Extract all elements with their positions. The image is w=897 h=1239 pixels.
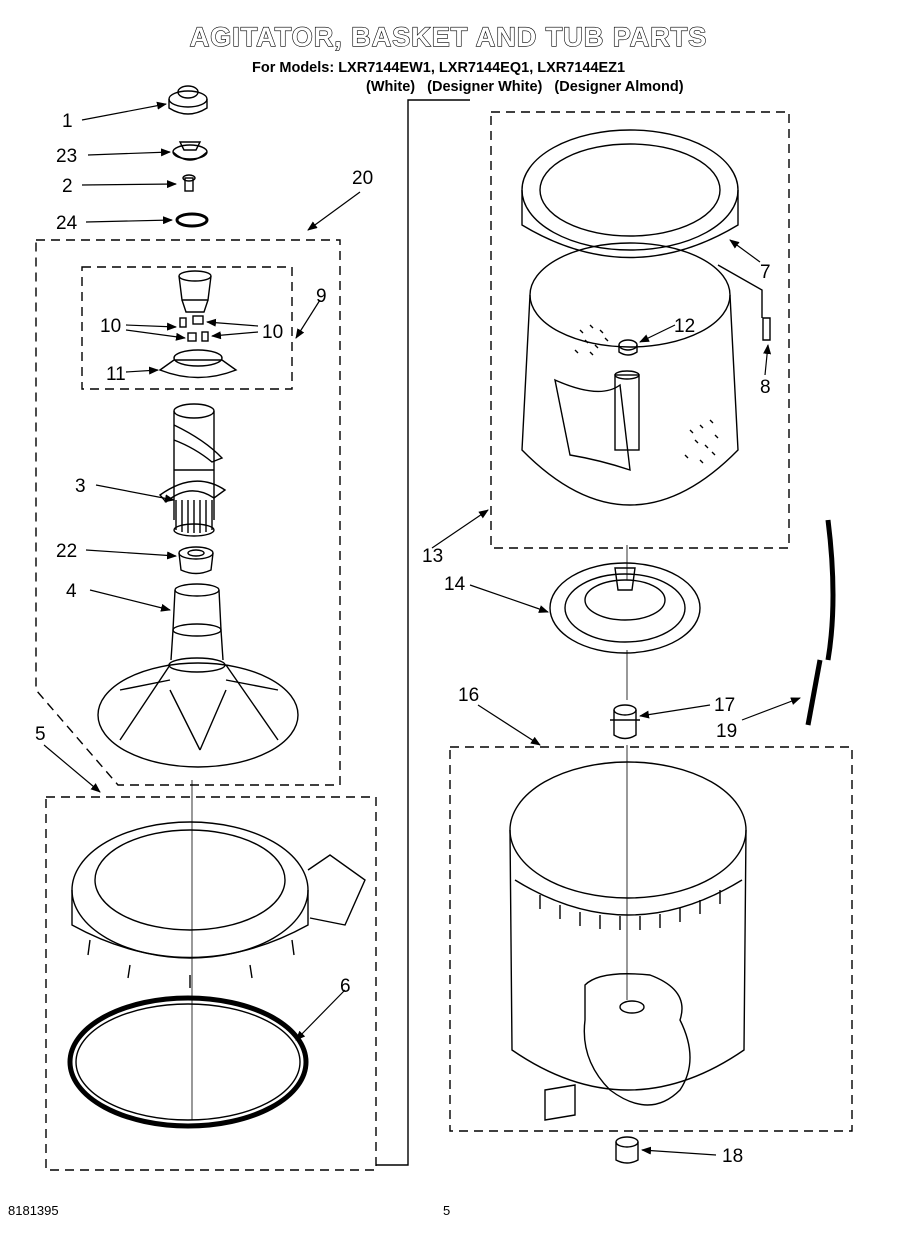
- callout-8: 8: [760, 377, 771, 398]
- part-cap-retainer: [172, 141, 208, 161]
- group-box-tub: [449, 746, 853, 1132]
- callout-23: 23: [56, 146, 77, 167]
- callout-17: 17: [714, 695, 735, 716]
- callout-2: 2: [62, 176, 73, 197]
- callout-9: 9: [316, 286, 327, 307]
- color-label-white: (White): [366, 79, 416, 95]
- part-cam-drive: [178, 270, 212, 313]
- color-label-designer-almond: (Designer Almond): [554, 79, 684, 95]
- callout-18: 18: [722, 1146, 743, 1167]
- callout-20: 20: [352, 168, 373, 189]
- part-agitator-base: [97, 583, 299, 768]
- callout-6: 6: [340, 976, 351, 997]
- leader-lines: [43, 101, 801, 1156]
- callout-16: 16: [458, 685, 479, 706]
- part-clip: [717, 264, 771, 341]
- page-title: AGITATOR, BASKET AND TUB PARTS: [189, 21, 708, 52]
- part-dogs: [179, 315, 209, 342]
- callout-13: 13: [422, 546, 443, 567]
- callout-5: 5: [35, 724, 46, 745]
- callout-3: 3: [75, 476, 86, 497]
- callout-4: 4: [66, 581, 77, 602]
- part-grommet: [610, 704, 640, 740]
- group-box-ring: [45, 796, 377, 1171]
- color-labels: (White) (Designer White) (Designer Almon…: [366, 79, 692, 95]
- color-label-designer-white: (Designer White): [427, 79, 543, 95]
- part-seal: [175, 212, 209, 228]
- part-auger: [158, 403, 227, 537]
- part-agitator-cap: [168, 85, 208, 115]
- models-line: For Models: LXR7144EW1, LXR7144EQ1, LXR7…: [252, 60, 626, 76]
- page-number: 5: [443, 1203, 451, 1218]
- callout-12: 12: [674, 316, 695, 337]
- group-box-basket: [490, 111, 790, 549]
- footer-code: 8181395: [8, 1203, 59, 1218]
- group-box-agitator: [35, 239, 341, 786]
- callout-11: 11: [106, 364, 126, 385]
- group-box-cam: [81, 266, 293, 390]
- callout-14: 14: [444, 574, 466, 595]
- part-tub: [509, 761, 747, 1121]
- part-cam: [158, 349, 238, 379]
- callout-10-left: 10: [100, 316, 121, 337]
- callout-19: 19: [716, 721, 737, 742]
- part-drain-plug: [615, 1136, 639, 1164]
- part-spacer: [178, 546, 214, 575]
- connector-line: [376, 99, 470, 1166]
- part-ring-gasket: [67, 995, 309, 1129]
- part-basket: [521, 129, 739, 506]
- callout-22: 22: [56, 541, 77, 562]
- callout-24: 24: [56, 213, 78, 234]
- part-hub-nut: [618, 339, 638, 356]
- callout-labels: 1 23 2 24 20 9 10 10 11 3 22 4 5 6 7 8 1…: [35, 111, 771, 1167]
- part-drive-block: [549, 562, 701, 654]
- part-bolt: [182, 174, 196, 192]
- callout-1: 1: [62, 111, 73, 132]
- callout-10-right: 10: [262, 322, 283, 343]
- part-hose: [805, 519, 836, 726]
- part-balance-ring: [71, 821, 366, 988]
- callout-7: 7: [760, 262, 771, 283]
